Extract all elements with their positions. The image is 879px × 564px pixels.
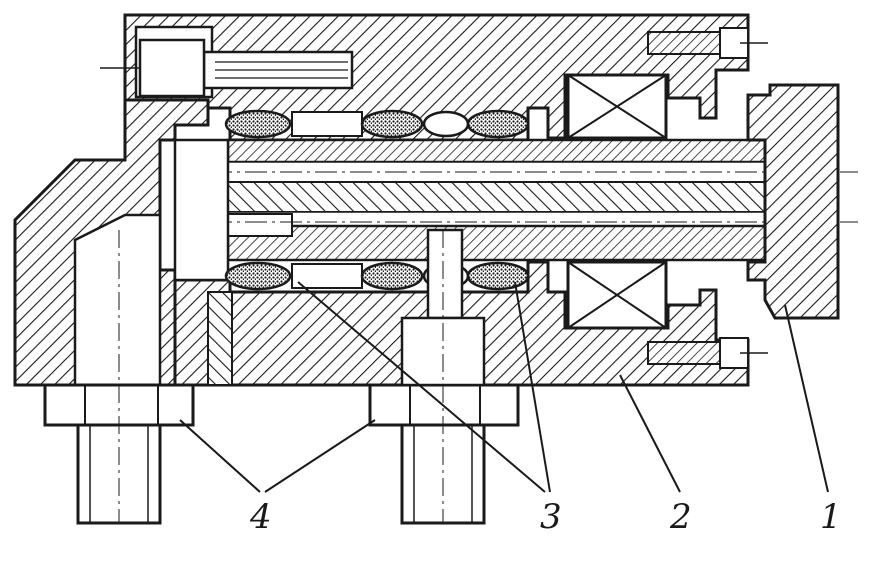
callout-3-label: 3 xyxy=(540,497,562,537)
lower-bore xyxy=(207,291,233,386)
shaft-hub xyxy=(173,138,230,282)
spacer-lower xyxy=(291,263,363,289)
screw-bottom-right xyxy=(647,337,768,369)
seal-upper-3 xyxy=(422,110,470,138)
seal-lower-4 xyxy=(466,261,530,291)
bearing-upper xyxy=(566,73,668,140)
seal-upper-1 xyxy=(224,109,292,139)
foundation-bolts xyxy=(43,230,520,525)
leader-3a xyxy=(297,281,546,493)
seal-lower-1 xyxy=(224,261,292,291)
seal-rings xyxy=(224,109,530,320)
screw-top-right xyxy=(647,27,768,59)
seal-upper-2 xyxy=(360,109,424,139)
callout-labels: 4 3 2 1 xyxy=(249,497,842,537)
leader-4b xyxy=(264,419,376,493)
leader-2 xyxy=(619,374,681,493)
bearing-lower xyxy=(566,260,668,330)
gland-stud xyxy=(426,228,464,320)
bolt-right xyxy=(368,230,520,525)
small-screws xyxy=(100,27,768,369)
leader-1 xyxy=(784,304,829,493)
shaft-upper-wall xyxy=(226,138,840,164)
end-flange-body xyxy=(746,83,840,320)
callout-2-label: 2 xyxy=(669,497,692,537)
leader-3b xyxy=(514,281,551,493)
end-flange xyxy=(746,83,840,320)
seal-lower-2 xyxy=(360,261,424,291)
shaft xyxy=(173,138,858,282)
callout-4-label: 4 xyxy=(249,497,272,537)
bolt-left xyxy=(43,230,195,525)
housing-top-block xyxy=(123,13,750,142)
shaft-plug xyxy=(227,213,293,237)
seal-upper-4 xyxy=(466,109,530,139)
spacer-upper xyxy=(291,111,363,137)
bearings xyxy=(566,73,668,330)
left-flange-pocket xyxy=(73,213,162,387)
callout-1-label: 1 xyxy=(820,497,842,537)
shaft-lower-bore xyxy=(227,211,839,227)
shaft-core xyxy=(227,181,839,213)
screw-top-left xyxy=(100,38,354,98)
leader-lines xyxy=(179,281,829,493)
leader-4a xyxy=(179,419,261,493)
shaft-lower-wall xyxy=(226,224,840,262)
